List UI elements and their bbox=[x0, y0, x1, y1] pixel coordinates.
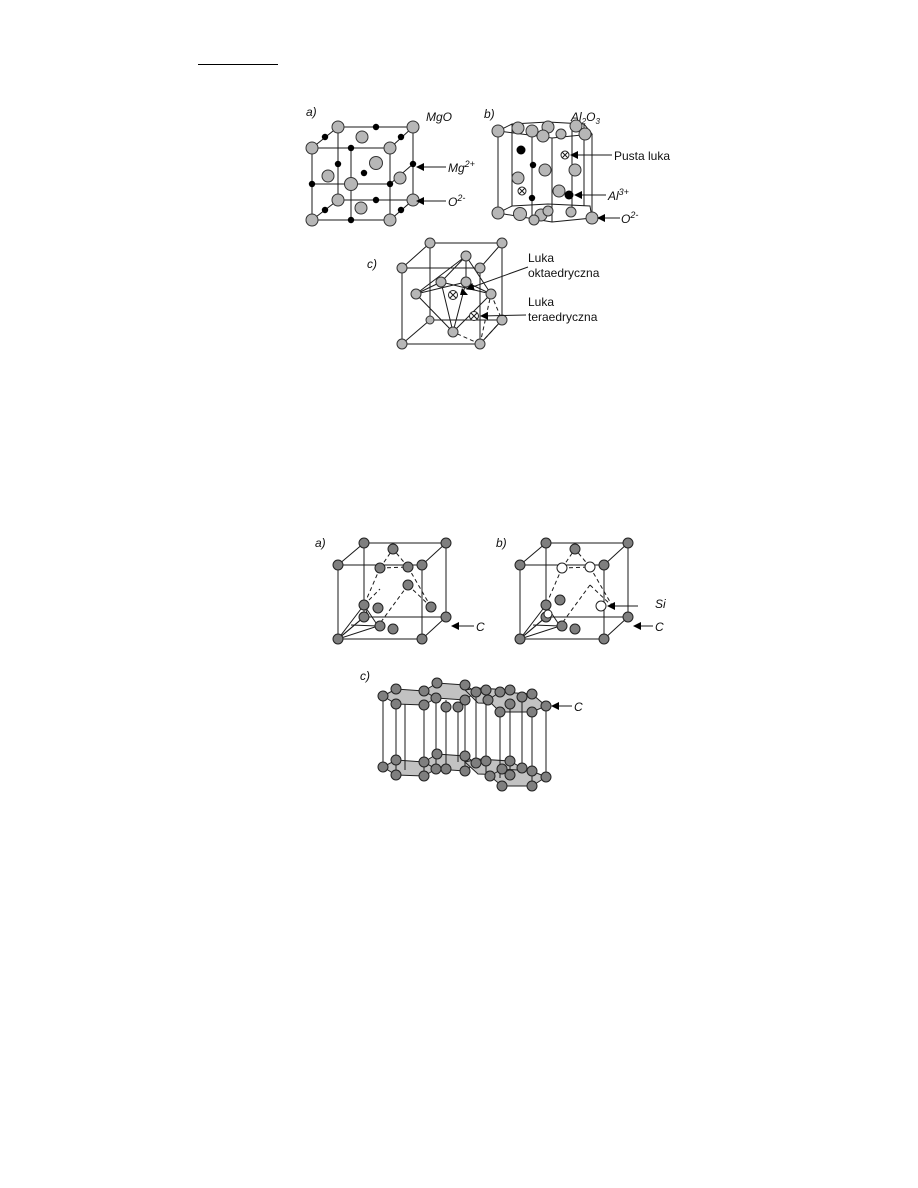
carbon-label-a: C bbox=[476, 620, 485, 634]
fig1-a-letter: a) bbox=[306, 105, 317, 119]
al2o3-unit-cell: b) Al2O3 bbox=[484, 107, 670, 226]
tetrahedral-void bbox=[469, 311, 479, 321]
o-ion-label-al2o3: O2- bbox=[621, 210, 638, 226]
fig2-a-letter: a) bbox=[315, 536, 326, 550]
mgo-magnesium-ions bbox=[308, 123, 417, 224]
graphite-layered-structure: c) bbox=[360, 669, 583, 792]
fig2-b-letter: b) bbox=[496, 536, 507, 550]
octahedral-label-line2: oktaedryczna bbox=[528, 266, 600, 280]
mg-ion-label: Mg2+ bbox=[448, 159, 475, 175]
sic-tetrahedral-bonds bbox=[519, 548, 614, 640]
octahedral-void bbox=[448, 288, 468, 300]
carbon-label-c: C bbox=[574, 700, 583, 714]
header-rule bbox=[198, 64, 278, 65]
vacancy-label: Pusta luka bbox=[614, 149, 670, 163]
graphite-carbon-atoms bbox=[377, 677, 552, 792]
tetrahedral-arrow bbox=[480, 311, 527, 320]
mgo-title: MgO bbox=[426, 110, 452, 124]
tetrahedral-label-line1: Luka bbox=[528, 295, 554, 309]
interstitial-voids-cell: c) bbox=[367, 237, 600, 350]
diamond-carbon-atoms bbox=[332, 537, 452, 645]
silicon-carbide-unit-cell: b) bbox=[496, 536, 666, 645]
diamond-unit-cell: a) bbox=[315, 536, 485, 645]
voids-lattice-atoms bbox=[396, 237, 508, 350]
octahedral-arrow bbox=[466, 266, 529, 291]
tetrahedral-label-line2: teraedryczna bbox=[528, 310, 598, 324]
al2o3-oxygen-ions bbox=[491, 119, 599, 226]
o-ion-label-mgo: O2- bbox=[448, 193, 465, 209]
al2o3-aluminium-ions bbox=[516, 145, 574, 202]
carbon-label-b: C bbox=[655, 620, 664, 634]
al-ion-label: Al3+ bbox=[607, 187, 629, 203]
sic-silicon-atoms bbox=[543, 561, 607, 619]
fig2-c-letter: c) bbox=[360, 669, 370, 683]
mgo-unit-cell: a) MgO bbox=[305, 105, 475, 227]
silicon-label: Si bbox=[655, 597, 666, 611]
fig1-b-letter: b) bbox=[484, 107, 495, 121]
al2o3-vacancies bbox=[517, 150, 570, 196]
octahedral-label-line1: Luka bbox=[528, 251, 554, 265]
fig1-c-letter: c) bbox=[367, 257, 377, 271]
